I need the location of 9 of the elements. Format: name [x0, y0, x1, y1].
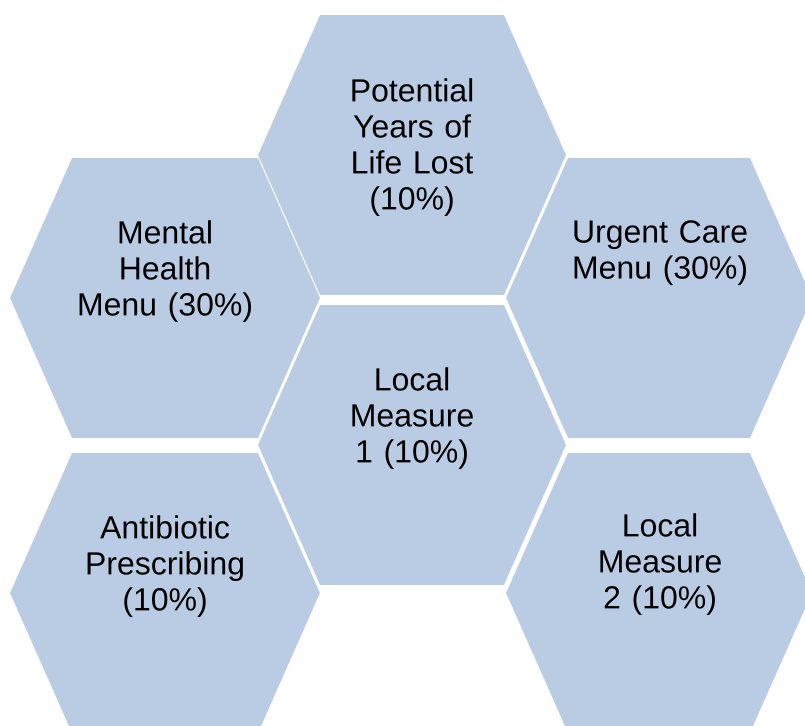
- hexagon: Mental Health Menu (30%): [10, 158, 320, 438]
- node-label: Urgent Care Menu (30%): [574, 220, 747, 286]
- node-label: Mental Health Menu (30%): [80, 220, 252, 322]
- hexagon: Potential Years of Life Lost (10%): [258, 15, 566, 295]
- node-label: Local Measure 1 (10%): [352, 367, 473, 470]
- hexagon: Local Measure 1 (10%): [258, 305, 566, 585]
- hexagon: Antibiotic Prescribing (10%): [10, 453, 320, 726]
- hexagon: Urgent Care Menu (30%): [506, 158, 805, 438]
- hexagon: Local Measure 2 (10%): [506, 453, 805, 726]
